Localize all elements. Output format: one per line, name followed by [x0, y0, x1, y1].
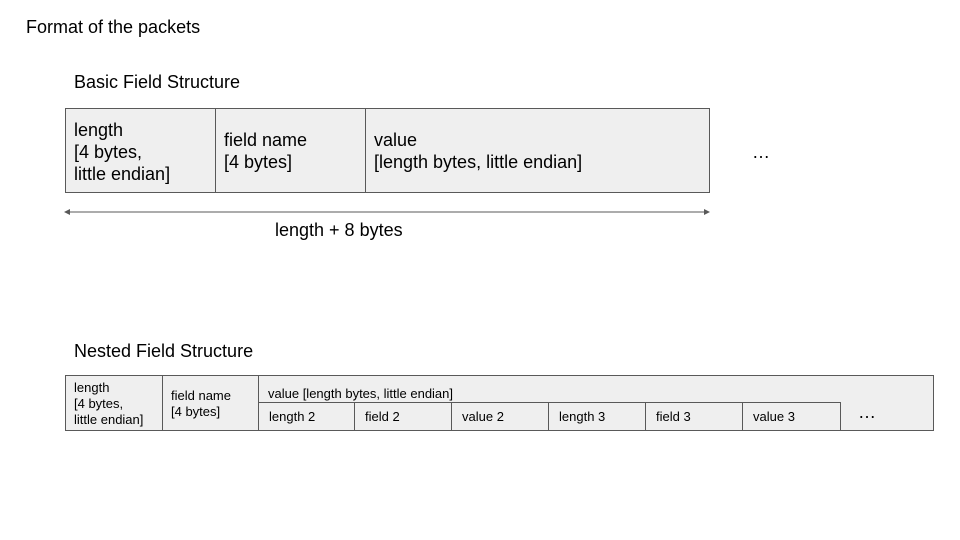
basic-length-cell: length [4 bytes, little endian] — [65, 108, 216, 193]
nested-field-name-cell: field name [4 bytes] — [162, 375, 259, 431]
basic-ellipsis: … — [752, 142, 770, 162]
subfield-value-2: value 2 — [451, 402, 549, 431]
basic-field-name-cell: field name [4 bytes] — [215, 108, 366, 193]
subfield-field-2: field 2 — [354, 402, 452, 431]
nested-length-cell: length [4 bytes, little endian] — [65, 375, 163, 431]
subfield-value-3: value 3 — [742, 402, 841, 431]
nested-ellipsis: … — [858, 402, 876, 422]
subfield-length-2: length 2 — [258, 402, 355, 431]
subfield-length-3: length 3 — [548, 402, 646, 431]
subfield-field-3: field 3 — [645, 402, 743, 431]
basic-heading: Basic Field Structure — [74, 72, 241, 92]
span-label: length + 8 bytes — [275, 220, 403, 240]
nested-value-header: value [length bytes, little endian] — [268, 386, 454, 401]
basic-value-cell: value [length bytes, little endian] — [365, 108, 710, 193]
page-title: Format of the packets — [26, 17, 201, 37]
span-arrow — [64, 209, 710, 215]
nested-heading: Nested Field Structure — [74, 341, 254, 361]
